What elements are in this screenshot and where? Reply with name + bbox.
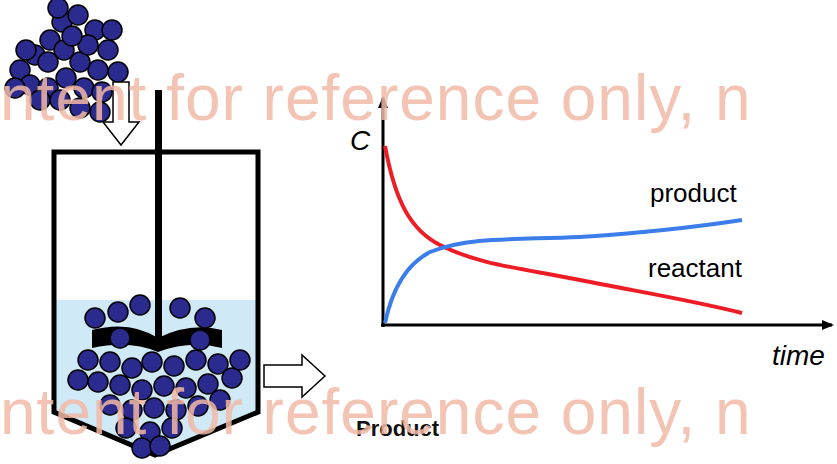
particle [100, 352, 120, 372]
particle [230, 350, 250, 370]
particle [108, 302, 128, 322]
particle [102, 20, 122, 40]
particle [186, 350, 206, 370]
particle [130, 295, 150, 315]
particle [16, 40, 36, 60]
axis-label: time [772, 342, 825, 370]
curve-label: product [650, 180, 737, 206]
particle [85, 308, 105, 328]
particle [195, 308, 215, 328]
particle [68, 5, 88, 25]
watermark: ntent for reference only, n [0, 380, 752, 444]
particle [110, 328, 130, 348]
impeller [92, 326, 222, 352]
particle [98, 40, 118, 60]
axis-label: C [350, 127, 370, 155]
curve-label: reactant [648, 255, 742, 281]
particle [164, 356, 184, 376]
particle [78, 350, 98, 370]
y-axis [382, 98, 385, 327]
watermark: ntent for reference only, n [0, 66, 752, 130]
particle [122, 358, 142, 378]
particle [170, 298, 190, 318]
reactant-curve [385, 146, 742, 313]
particle [190, 330, 210, 350]
particle [142, 352, 162, 372]
particle [62, 26, 82, 46]
product-curve [385, 220, 742, 323]
x-axis [381, 324, 832, 327]
particle [48, 0, 68, 18]
